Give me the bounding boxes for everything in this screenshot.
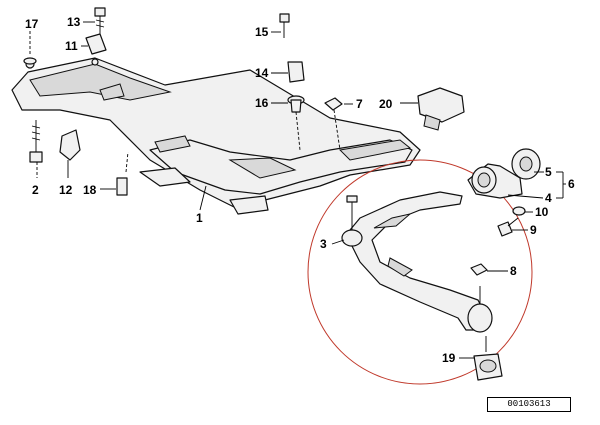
callout-1: 1: [196, 211, 203, 225]
bushing-5-icon: [511, 148, 541, 180]
washer-17-icon: [23, 57, 37, 65]
callout-20: 20: [379, 97, 393, 111]
highlight-circle: [307, 159, 533, 385]
bushing-4-icon: [467, 163, 523, 199]
callout-labels: 17 13 11 15 14 16 7 20 2 12 18 1 5 6 4 1…: [25, 15, 575, 365]
callout-11: 11: [65, 39, 78, 53]
callout-18: 18: [83, 183, 97, 197]
bolt-13-icon: [94, 7, 106, 34]
callout-17: 17: [25, 17, 39, 31]
leader-lines: [29, 21, 566, 359]
callout-15: 15: [255, 25, 269, 39]
bracket-12-icon: [59, 129, 81, 161]
clip-14-icon: [287, 61, 305, 83]
plug-16-icon: [287, 95, 305, 113]
control-arm-part: [341, 191, 493, 333]
sleeve-18-icon: [116, 177, 128, 196]
rubber-mount-20-icon: [417, 87, 465, 131]
callout-5: 5: [545, 165, 552, 179]
callout-10: 10: [535, 205, 549, 219]
bracket-11-icon: [85, 33, 107, 55]
nut-8-icon: [470, 263, 488, 276]
callout-8: 8: [510, 264, 517, 278]
callout-19: 19: [442, 351, 456, 365]
callout-2: 2: [32, 183, 39, 197]
callout-16: 16: [255, 96, 269, 110]
callout-9: 9: [530, 223, 537, 237]
callout-14: 14: [255, 66, 269, 80]
callout-12: 12: [59, 183, 73, 197]
reference-number-box: 00103613: [487, 397, 571, 412]
callout-4: 4: [545, 191, 552, 205]
bolt-2-icon: [29, 120, 43, 163]
bolt-9-icon: [497, 217, 519, 237]
callout-3: 3: [320, 237, 327, 251]
nut-7-icon: [324, 97, 343, 111]
bolt-15-icon: [279, 13, 290, 38]
callout-7: 7: [356, 97, 363, 111]
ball-joint-19-icon: [473, 336, 503, 381]
callout-13: 13: [67, 15, 81, 29]
axle-carrier-part: [11, 57, 421, 215]
callout-6: 6: [568, 177, 575, 191]
washer-10-icon: [512, 206, 526, 216]
